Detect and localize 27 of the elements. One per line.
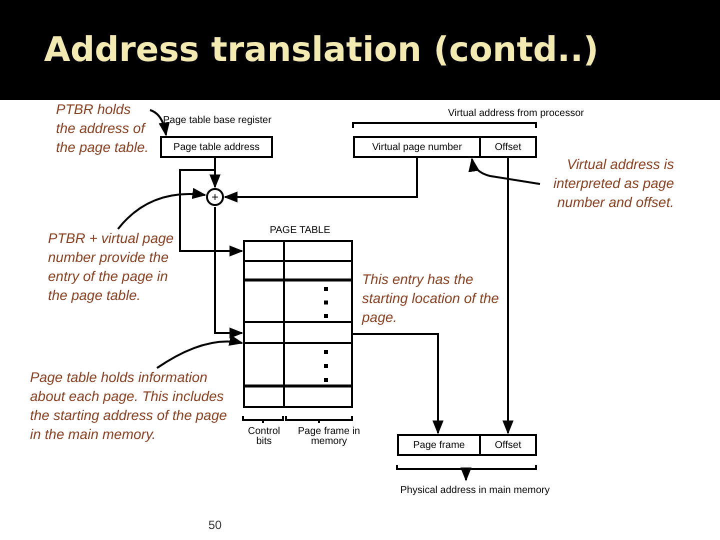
arrow bbox=[502, 158, 514, 434]
leader-line bbox=[469, 158, 540, 185]
arrow bbox=[224, 158, 418, 203]
leader-line bbox=[117, 188, 206, 230]
annotation-text: This entry has the starting location of the page. bbox=[362, 270, 500, 327]
field-box: Virtual page number bbox=[353, 136, 481, 158]
column-caption: Page frame in memory bbox=[296, 427, 362, 447]
register-box: Page table address bbox=[160, 136, 273, 158]
column-caption: Control bits bbox=[246, 427, 282, 447]
caption-text: Physical address in main memory bbox=[399, 486, 551, 496]
table-heading: PAGE TABLE bbox=[268, 225, 332, 236]
caption-text: Virtual address from processor bbox=[448, 109, 585, 119]
annotation-text: Page table holds information about each page. This includes the starting address of the page in the main memory. bbox=[30, 368, 235, 446]
annotation-text: PTBR holds the address of the page table. bbox=[56, 100, 150, 160]
field-box: Offset bbox=[479, 434, 537, 456]
arrow bbox=[214, 207, 244, 339]
leader-line bbox=[156, 335, 244, 369]
annotation-text: PTBR + virtual page number provide the entry of the page in the page table. bbox=[48, 229, 176, 307]
page-number: 50 bbox=[207, 520, 223, 530]
field-box: Page frame bbox=[397, 434, 481, 456]
slide-title: Address translation (contd..) bbox=[44, 30, 599, 70]
annotation-text: Virtual address is interpreted as page number and offset. bbox=[540, 155, 674, 215]
field-box: Offset bbox=[479, 136, 537, 158]
adder-circle: + bbox=[206, 188, 224, 206]
arrow bbox=[179, 158, 244, 257]
arrow bbox=[353, 333, 444, 434]
leader-line bbox=[150, 109, 170, 136]
